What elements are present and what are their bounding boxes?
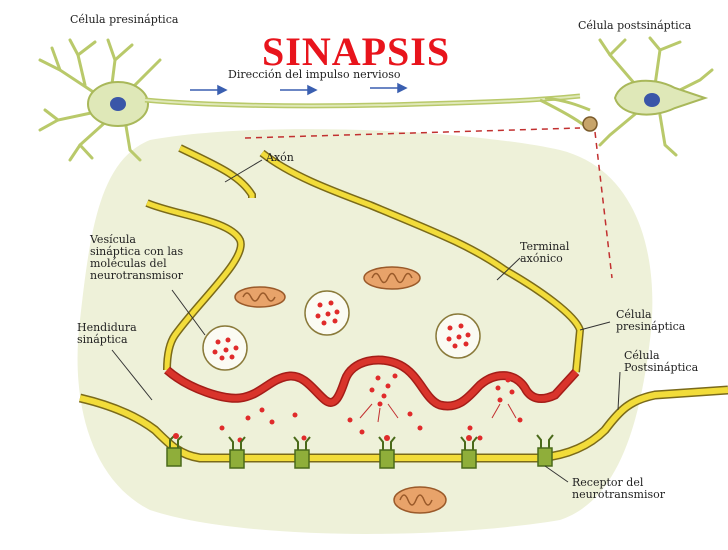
postsynaptic-nucleus bbox=[644, 93, 660, 107]
receptor bbox=[166, 433, 183, 467]
neuron-schematic bbox=[38, 36, 714, 279]
leader-lines bbox=[111, 159, 621, 483]
receptor bbox=[293, 436, 311, 469]
mitochondrion bbox=[234, 286, 286, 308]
cleft-label: Hendidura sináptica bbox=[77, 321, 137, 346]
vesicle-label: Vesícula sináptica con las moléculas del… bbox=[90, 233, 184, 282]
zoom-lines bbox=[244, 127, 613, 279]
impulse-direction-label: Dirección del impulso nervioso bbox=[228, 68, 401, 81]
impulse-arrows bbox=[190, 82, 408, 96]
receptor bbox=[378, 435, 396, 469]
mitochondria bbox=[234, 266, 447, 514]
neurotransmitter-molecules bbox=[219, 373, 523, 443]
receptor bbox=[460, 435, 478, 469]
presynaptic-membrane-label: Célula presináptica bbox=[616, 308, 686, 333]
postsynaptic-soma bbox=[613, 79, 709, 116]
page-title: SINAPSIS bbox=[262, 29, 451, 74]
terminal-label: Terminal axónico bbox=[520, 240, 570, 265]
diffusion-arrows bbox=[359, 403, 517, 423]
presynaptic-nucleus bbox=[110, 97, 126, 111]
axon-branches bbox=[539, 96, 591, 128]
receptor-label: Receptor del neurotransmisor bbox=[572, 476, 666, 501]
mitochondrion bbox=[393, 486, 447, 514]
tissue-background bbox=[77, 129, 653, 534]
presynaptic-cell-label: Célula presináptica bbox=[70, 13, 179, 26]
axon-label: Axón bbox=[266, 151, 294, 164]
receptor bbox=[228, 436, 246, 469]
presynaptic-terminal bbox=[145, 144, 585, 411]
postsynaptic-membrane-label: Célula Postsináptica bbox=[624, 349, 699, 374]
receptors bbox=[166, 433, 554, 469]
vesicle-contents bbox=[212, 300, 471, 361]
mitochondrion bbox=[363, 266, 421, 290]
synapse-spot bbox=[582, 116, 598, 132]
postsynaptic-cell-label: Célula postsináptica bbox=[578, 19, 692, 32]
